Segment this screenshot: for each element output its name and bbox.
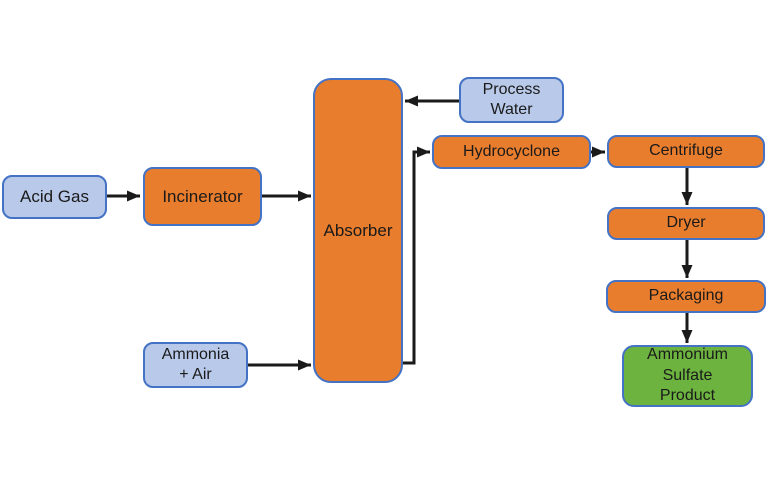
- node-incinerator-label: Incinerator: [162, 186, 243, 206]
- node-acid-gas: Acid Gas: [2, 175, 107, 219]
- node-process-water: Process Water: [459, 77, 564, 123]
- node-absorber: Absorber: [313, 78, 403, 383]
- node-process-water-label: Process Water: [482, 80, 541, 118]
- node-hydrocyclone-label: Hydrocyclone: [463, 142, 560, 160]
- node-absorber-label: Absorber: [323, 220, 393, 240]
- node-ammonium-sulfate-product: Ammonium Sulfate Product: [622, 345, 753, 407]
- node-ammonium-sulfate-product-label: Ammonium Sulfate Product: [647, 346, 728, 405]
- node-dryer-label: Dryer: [666, 214, 706, 232]
- node-dryer: Dryer: [607, 207, 765, 240]
- node-ammonia-air: Ammonia + Air: [143, 342, 248, 388]
- node-packaging-label: Packaging: [648, 287, 724, 305]
- edge-absorber-to-hydrocyclone: [402, 146, 430, 365]
- node-hydrocyclone: Hydrocyclone: [432, 135, 591, 169]
- node-acid-gas-label: Acid Gas: [20, 187, 89, 207]
- node-ammonia-air-label: Ammonia + Air: [161, 345, 230, 383]
- node-incinerator: Incinerator: [143, 167, 262, 226]
- node-packaging: Packaging: [606, 280, 766, 313]
- node-centrifuge-label: Centrifuge: [649, 142, 723, 160]
- node-centrifuge: Centrifuge: [607, 135, 765, 168]
